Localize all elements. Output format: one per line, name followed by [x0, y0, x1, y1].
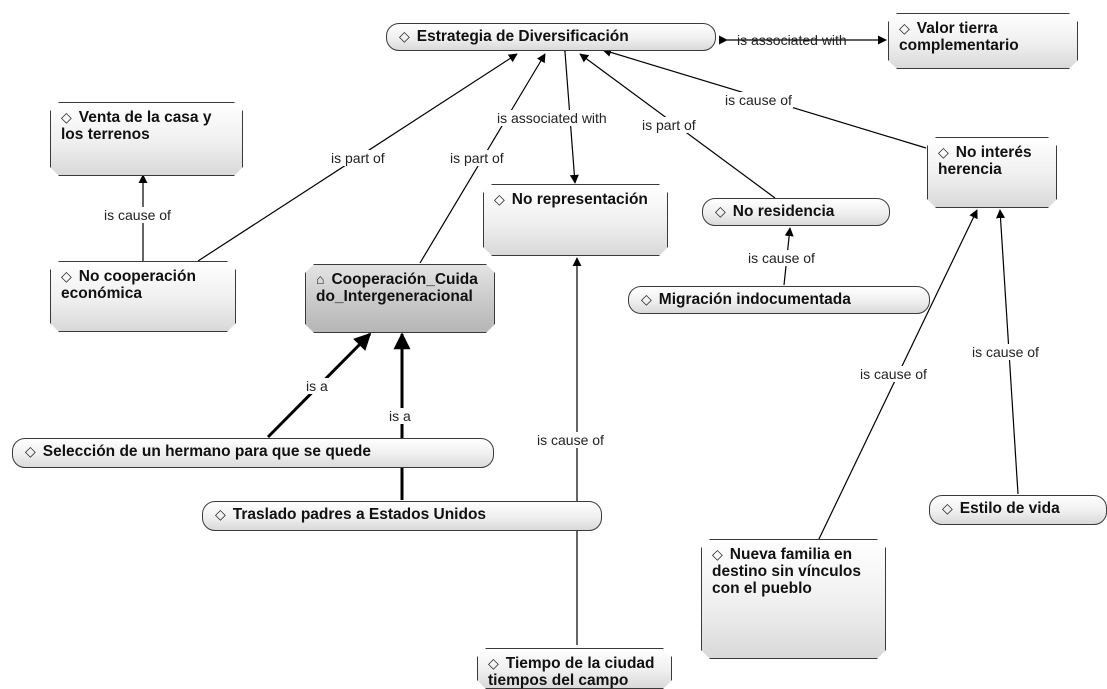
edge-label-nointeres-cause: is cause of	[724, 92, 793, 108]
node-no-representacion[interactable]: ◇ No representación	[483, 184, 668, 256]
node-label: No representación	[511, 191, 648, 208]
edge-label-norep-assoc: is associated with	[496, 110, 608, 126]
node-label: Nueva familia en destino sin vínculos co…	[712, 546, 861, 597]
node-valor-tierra[interactable]: ◇Valor tierra complementario	[888, 13, 1078, 69]
edge-label-seleccion-isa: is a	[305, 378, 329, 394]
node-traslado[interactable]: ◇ Traslado padres a Estados Unidos	[202, 501, 602, 531]
node-no-residencia[interactable]: ◇ No residencia	[702, 198, 890, 226]
node-label: Cooperación_Cuidado_Intergeneracional	[316, 271, 478, 305]
node-nueva-familia[interactable]: ◇Nueva familia en destino sin vínculos c…	[701, 539, 886, 659]
note-icon: ⌂	[316, 271, 325, 287]
node-label: Venta de la casa y los terrenos	[61, 109, 212, 143]
diamond-icon: ◇	[715, 203, 726, 219]
edge-label-migracion-cause: is cause of	[747, 250, 816, 266]
node-label: Estrategia de Diversificación	[416, 28, 629, 45]
node-label: No interés herencia	[938, 144, 1032, 178]
node-label: Valor tierra complementario	[899, 20, 1019, 54]
diamond-icon: ◇	[494, 191, 505, 207]
diamond-icon: ◇	[488, 655, 499, 671]
edge-label-estilo-cause: is cause of	[971, 344, 1040, 360]
diamond-icon: ◇	[712, 546, 723, 562]
edge-label-valor-assoc: is associated with	[737, 32, 847, 48]
node-no-interes[interactable]: ◇No interés herencia	[927, 137, 1057, 208]
diamond-icon: ◇	[641, 291, 652, 307]
node-label: Tiempo de la ciudad tiempos del campo	[488, 655, 655, 689]
node-label: Estilo de vida	[959, 500, 1060, 517]
edge-label-traslado-isa: is a	[388, 408, 412, 424]
node-label: No residencia	[732, 203, 835, 220]
node-estilo[interactable]: ◇ Estilo de vida	[929, 495, 1107, 525]
diamond-icon: ◇	[215, 506, 226, 522]
diamond-icon: ◇	[938, 144, 949, 160]
node-label: Migración indocumentada	[658, 291, 851, 308]
diamond-icon: ◇	[25, 443, 36, 459]
node-label: No cooperación económica	[61, 268, 196, 302]
node-migracion[interactable]: ◇ Migración indocumentada	[628, 286, 930, 314]
node-no-cooperacion[interactable]: ◇No cooperación económica	[50, 261, 236, 332]
edge-label-tiempo-cause: is cause of	[536, 432, 605, 448]
edge-label-nocoop-part: is part of	[330, 150, 386, 166]
node-label: Traslado padres a Estados Unidos	[232, 506, 487, 523]
edge-label-nores-part: is part of	[641, 117, 697, 133]
node-tiempo[interactable]: ◇Tiempo de la ciudad tiempos del campo	[477, 648, 672, 689]
diamond-icon: ◇	[61, 109, 72, 125]
node-label: Selección de un hermano para que se qued…	[42, 443, 371, 460]
diamond-icon: ◇	[399, 28, 410, 44]
diamond-icon: ◇	[61, 268, 72, 284]
node-cooperacion[interactable]: ⌂Cooperación_Cuidado_Intergeneracional	[305, 264, 495, 333]
edge-label-venta-cause: is cause of	[103, 207, 172, 223]
node-venta-casa[interactable]: ◇Venta de la casa y los terrenos	[50, 102, 243, 176]
edge-label-nuevafam-cause: is cause of	[859, 366, 928, 382]
node-seleccion[interactable]: ◇ Selección de un hermano para que se que…	[12, 438, 494, 468]
node-estrategia[interactable]: ◇ Estrategia de Diversificación	[386, 23, 716, 51]
edge-label-coop-part: is part of	[449, 150, 505, 166]
diamond-icon: ◇	[899, 20, 910, 36]
diamond-icon: ◇	[942, 500, 953, 516]
